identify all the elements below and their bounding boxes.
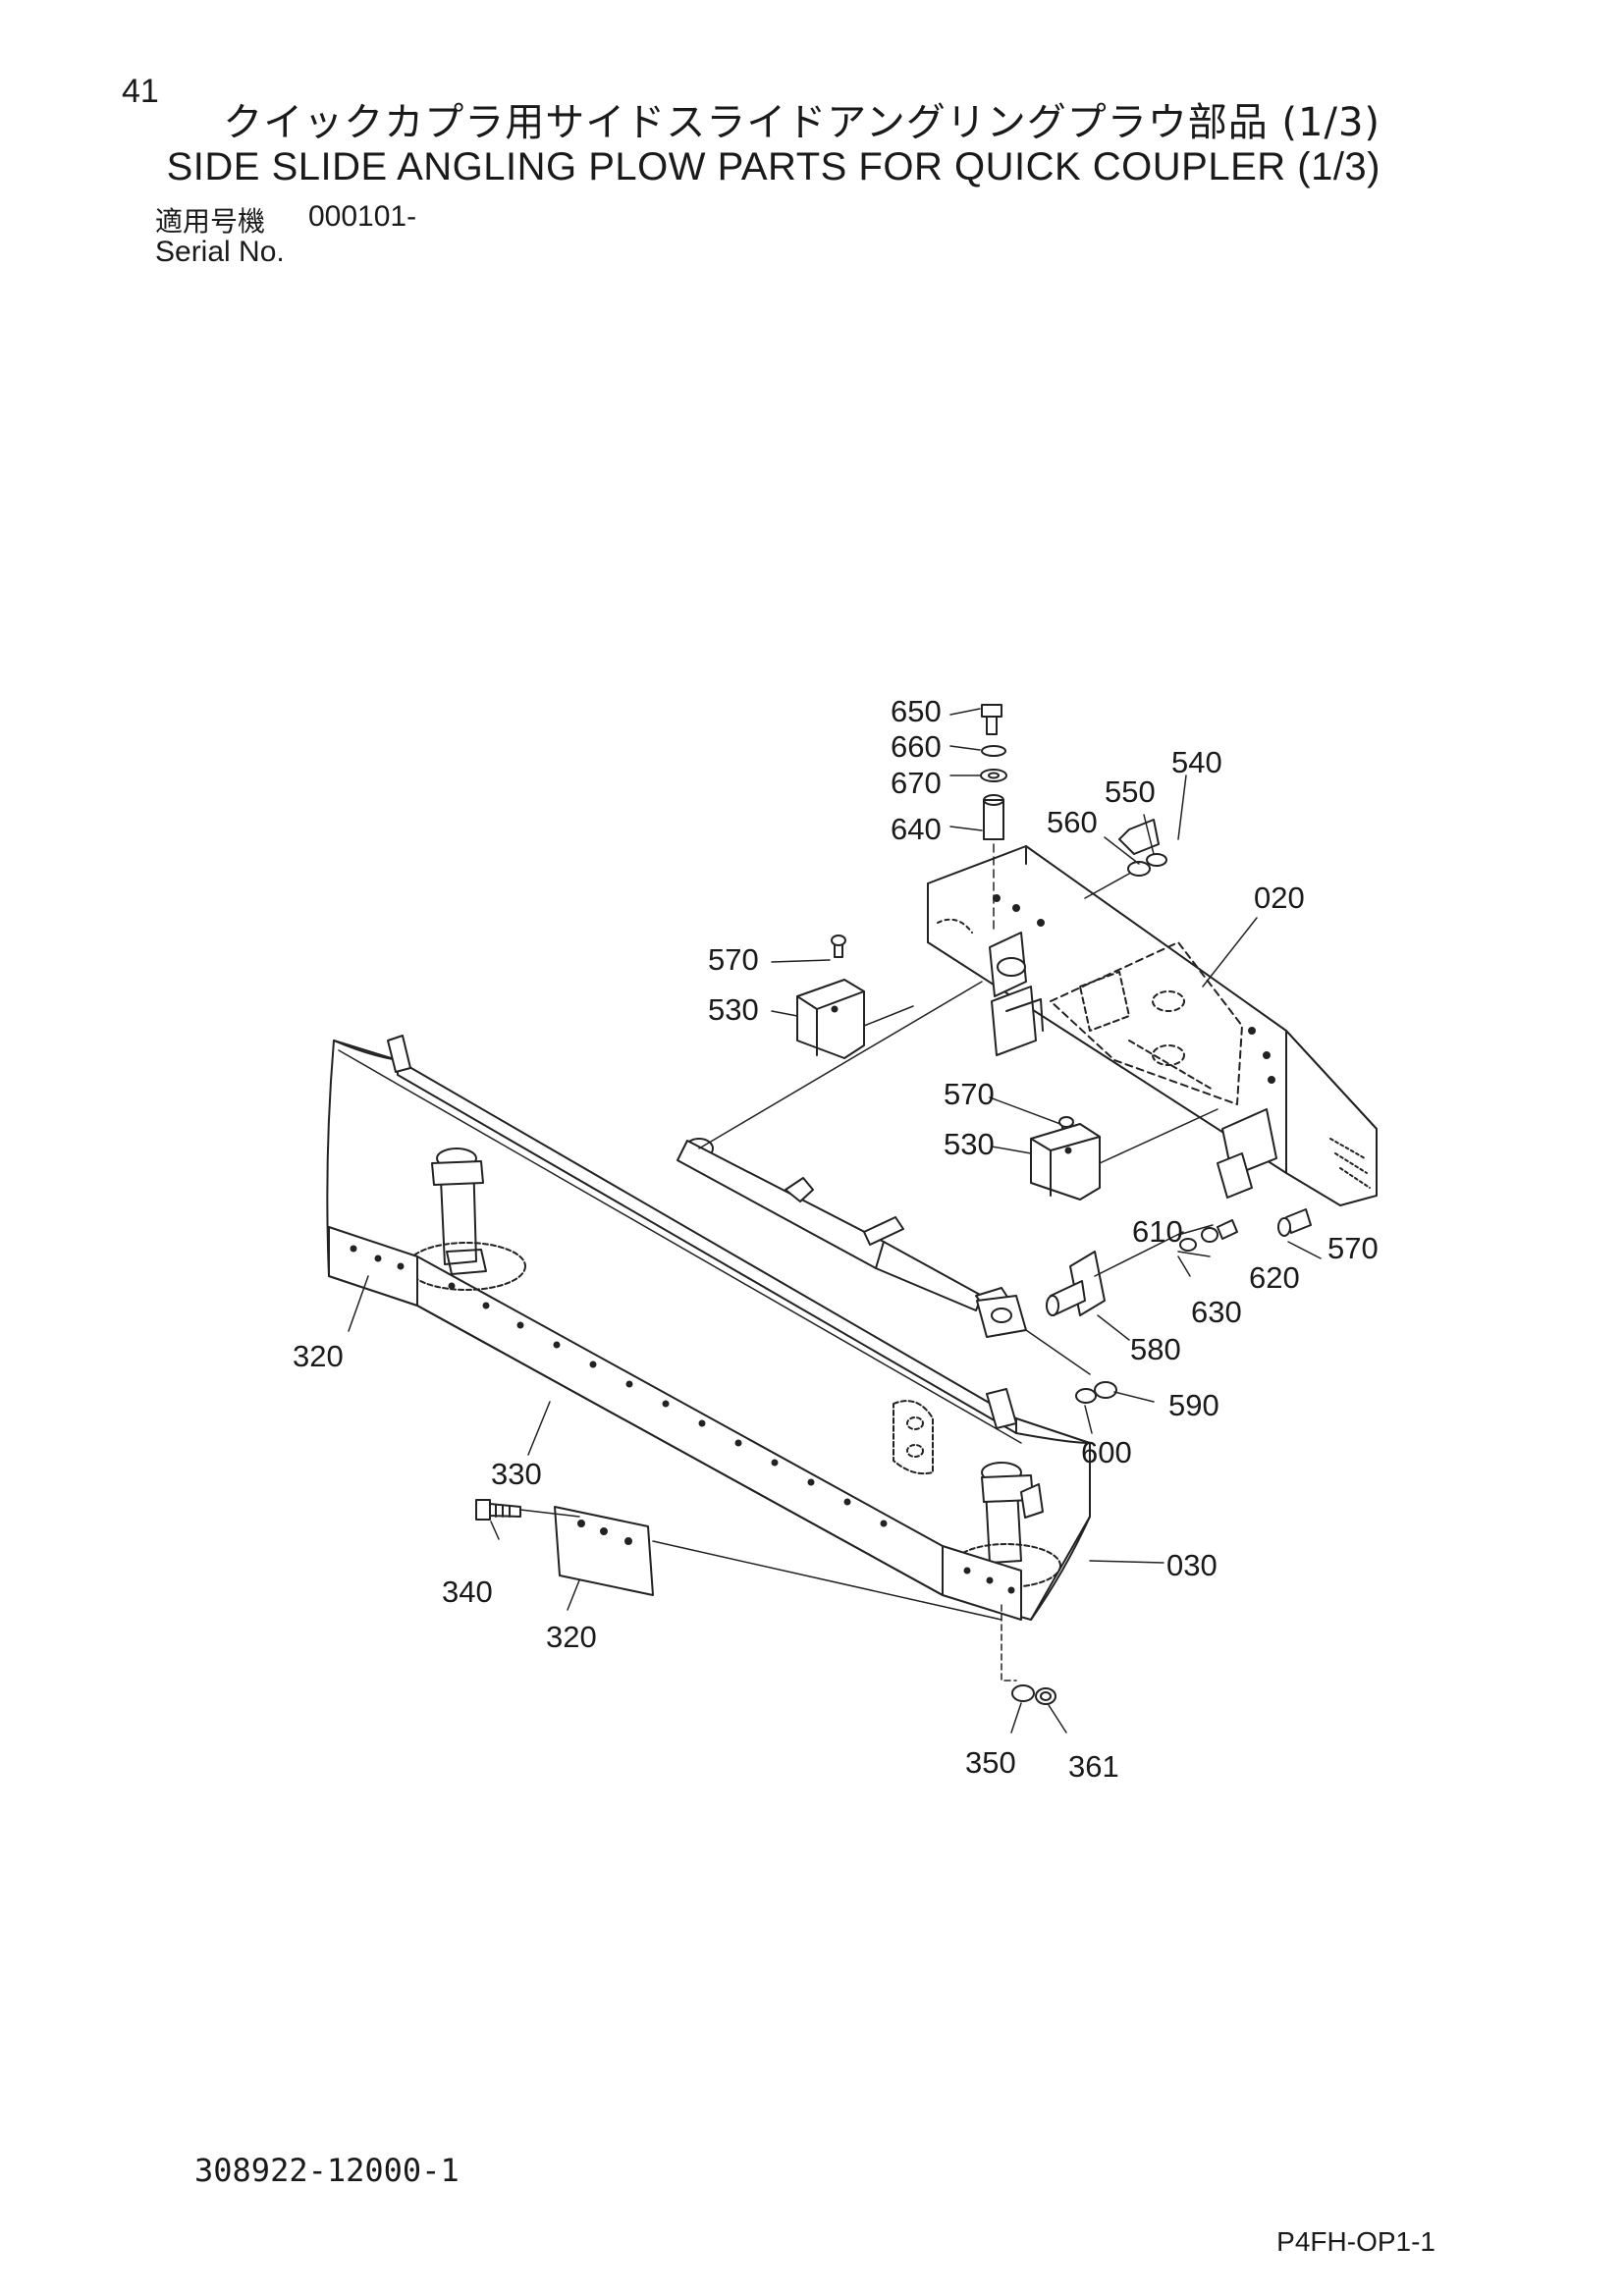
callout-650: 650: [891, 694, 942, 728]
callout-540: 540: [1171, 745, 1222, 779]
callout-030: 030: [1166, 1548, 1218, 1582]
serial-label-english: Serial No.: [155, 236, 285, 268]
end-bit-bolt-nut-drawing: [475, 1499, 1056, 1705]
callout-570-middle: 570: [944, 1077, 995, 1111]
callout-020: 020: [1254, 881, 1305, 915]
page-code: P4FH-OP1-1: [1276, 2226, 1435, 2257]
callout-350: 350: [965, 1745, 1016, 1780]
serial-label-japanese: 適用号機: [155, 205, 266, 238]
callout-570-right: 570: [1327, 1231, 1379, 1265]
callout-330: 330: [491, 1457, 542, 1491]
callout-580: 580: [1130, 1332, 1181, 1366]
pin-580-hardware-drawing: [1046, 1219, 1238, 1404]
callout-530-top: 530: [708, 992, 759, 1027]
drawing-number: 308922-12000-1: [194, 2152, 460, 2189]
callout-640: 640: [891, 812, 942, 846]
callout-320-left: 320: [293, 1339, 344, 1373]
callout-630: 630: [1191, 1295, 1242, 1329]
page-number: 41: [122, 73, 159, 110]
callout-labels: 650 660 670 640 540 550 560 020 570 530 …: [293, 694, 1379, 1784]
callout-610: 610: [1132, 1214, 1183, 1249]
callout-570-top: 570: [708, 942, 759, 977]
callout-660: 660: [891, 729, 942, 764]
callout-590: 590: [1168, 1388, 1219, 1422]
callout-560: 560: [1047, 805, 1098, 839]
hydraulic-cylinder-drawing: [677, 981, 1091, 1375]
guide-blocks-drawing: [796, 934, 1312, 1237]
callout-620: 620: [1249, 1260, 1300, 1295]
page-title-japanese: クイックカプラ用サイドスライドアングリングプラウ部品 (1/3): [223, 100, 1380, 145]
callout-340: 340: [442, 1575, 493, 1609]
callout-600: 600: [1081, 1435, 1132, 1469]
callout-530-middle: 530: [944, 1127, 995, 1161]
top-pin-hardware-drawing: [980, 704, 1167, 934]
leader-lines: [348, 708, 1322, 1734]
serial-number-value: 000101-: [308, 200, 417, 233]
callout-550: 550: [1105, 774, 1156, 809]
callout-670: 670: [891, 766, 942, 800]
callout-320-bottom: 320: [546, 1620, 597, 1654]
frame-020-drawing: [927, 845, 1378, 1206]
blade-030-drawing: [326, 1035, 1091, 1682]
callout-361: 361: [1068, 1749, 1119, 1784]
page-title-english: SIDE SLIDE ANGLING PLOW PARTS FOR QUICK …: [166, 145, 1380, 188]
